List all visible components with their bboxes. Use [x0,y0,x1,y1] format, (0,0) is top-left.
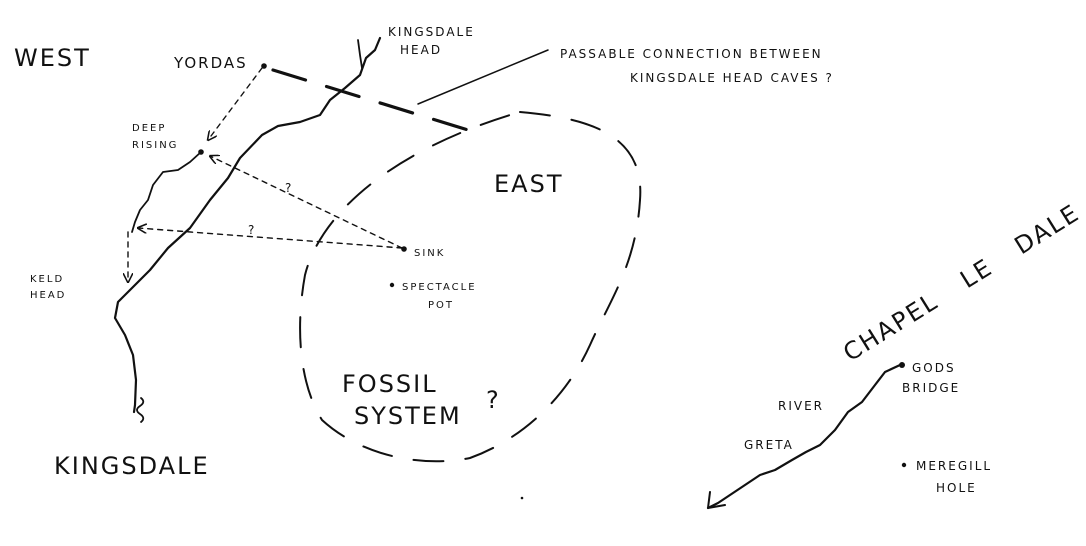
sink-to-keld-arrow [138,228,403,249]
sink-point [401,246,407,252]
label-gods-bridge-1: GODS [912,361,956,375]
stray-dot [520,496,524,500]
label-chapel: CHAPEL [838,287,943,367]
label-passable-connection-2: KINGSDALE HEAD CAVES ? [630,71,834,85]
kingsdale-head-stream [357,39,363,69]
gods-bridge-point [899,362,905,368]
meregill-hole-point [901,462,907,468]
label-deep-rising-2: RISING [132,140,178,151]
yordas-point [261,63,267,69]
label-le: LE [955,253,997,294]
label-kingsdale: KINGSDALE [54,452,210,480]
label-west: WEST [14,44,91,72]
label-gods-bridge-2: BRIDGE [902,381,960,395]
spectacle-pot-point [389,282,395,288]
yordas-to-deep-rising-arrow [208,67,263,140]
label-river: RIVER [778,399,824,413]
river-greta-line [706,363,902,510]
label-greta: GRETA [744,438,794,452]
kingsdale-valley-line [113,36,382,414]
valley-end-squiggle [136,397,145,423]
label-system: SYSTEM [354,402,462,430]
deep-rising-point [198,149,204,155]
label-question-2: ? [248,223,256,237]
passable-connection-leader [417,49,549,105]
label-chapel-le-dale: CHAPEL LE DALE [838,199,1084,367]
sink-to-deep-rising-arrow [210,156,403,249]
label-spectacle-pot-2: POT [428,300,454,311]
label-sink: SINK [414,248,445,259]
label-kingsdale-head-1: KINGSDALE [388,25,475,39]
label-keld-head-2: HEAD [30,290,66,301]
label-dale: DALE [1010,199,1085,260]
keld-head-stream [131,151,202,233]
passable-connection-dashed-line [271,68,470,132]
label-deep-rising-1: DEEP [132,123,166,134]
label-yordas: YORDAS [173,54,248,72]
label-fossil: FOSSIL [342,370,438,398]
river-greta-arrowhead [707,491,726,509]
label-question-1: ? [285,181,293,195]
label-spectacle-pot-1: SPECTACLE [402,282,477,293]
label-meregill: MEREGILL [916,459,992,473]
label-keld-head-1: KELD [30,274,64,285]
label-east: EAST [494,170,563,198]
label-passable-connection-1: PASSABLE CONNECTION BETWEEN [560,47,823,61]
label-kingsdale-head-2: HEAD [400,43,442,57]
label-question-3: ? [486,386,501,414]
fossil-system-boundary [299,111,642,463]
label-hole: HOLE [936,481,977,495]
